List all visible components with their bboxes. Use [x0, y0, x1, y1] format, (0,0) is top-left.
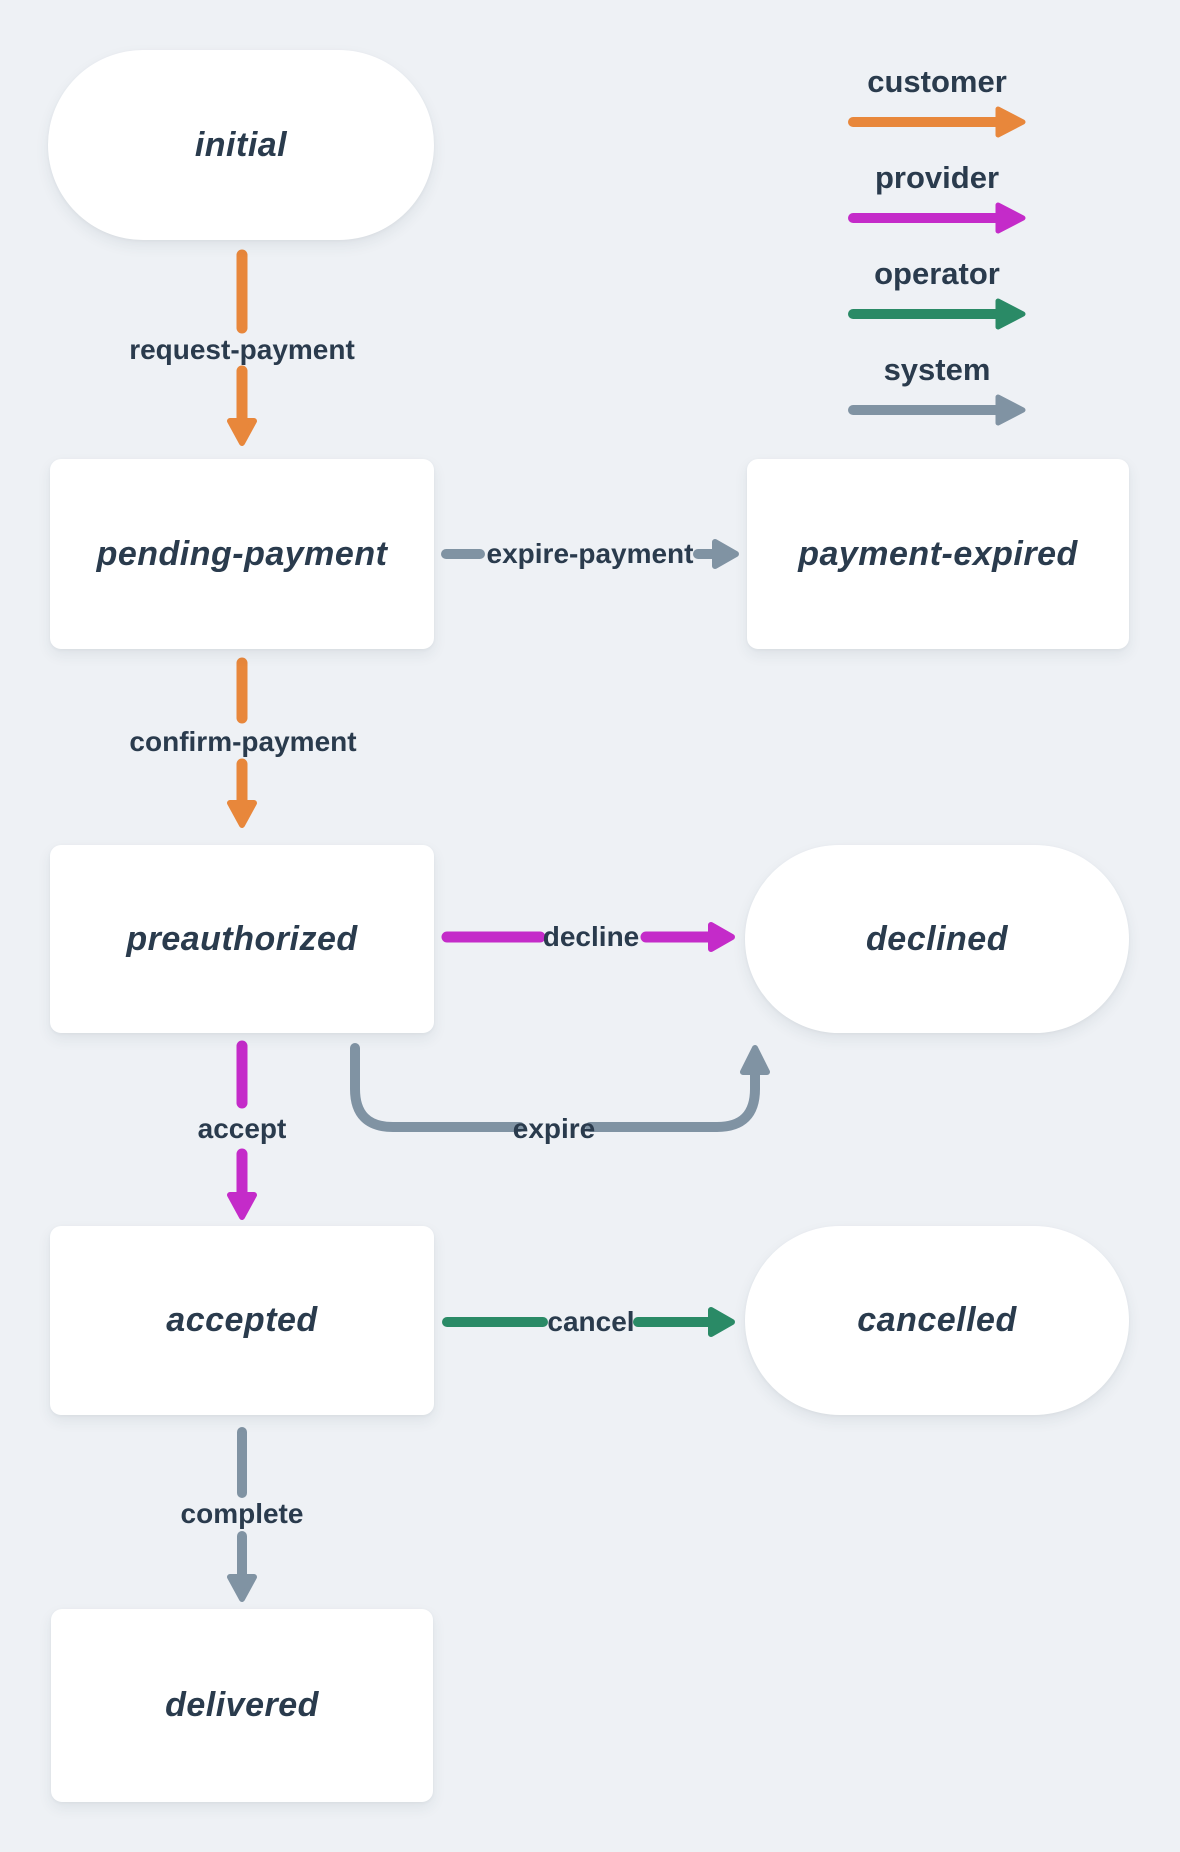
state-node-pending-payment: pending-payment: [50, 459, 434, 649]
legend-system-arrow-icon: [848, 394, 1026, 426]
legend-label-operator: operator: [874, 256, 1000, 291]
legend-item-operator: operator: [745, 252, 1129, 348]
state-label-declined: declined: [866, 919, 1008, 958]
edge-label-complete: complete: [180, 1498, 304, 1529]
state-node-cancelled: cancelled: [745, 1226, 1129, 1415]
legend-item-customer: customer: [745, 60, 1129, 156]
legend-label-system: system: [883, 352, 991, 387]
state-label-accepted: accepted: [166, 1301, 318, 1339]
state-node-payment-expired: payment-expired: [747, 459, 1129, 649]
legend: customer provider operator system: [745, 60, 1129, 444]
state-label-cancelled: cancelled: [857, 1301, 1017, 1339]
edge-label-request-payment: request-payment: [129, 334, 355, 365]
state-label-payment-expired: payment-expired: [798, 534, 1078, 573]
state-node-accepted: accepted: [50, 1226, 434, 1415]
state-node-delivered: delivered: [51, 1609, 433, 1802]
legend-item-provider: provider: [745, 156, 1129, 252]
state-node-declined: declined: [745, 845, 1129, 1033]
edge-expire-arrow: [350, 1043, 770, 1132]
edge-cancel-arrow: [442, 1307, 735, 1337]
legend-label-customer: customer: [867, 64, 1007, 99]
edge-decline-arrow: [441, 922, 735, 952]
state-label-pending-payment: pending-payment: [96, 534, 388, 573]
edge-confirm-payment-arrow: [227, 657, 257, 828]
state-label-delivered: delivered: [165, 1686, 319, 1724]
edge-label-expire: expire: [512, 1113, 596, 1144]
edge-expire-payment-arrow: [441, 539, 739, 569]
edge-complete-arrow: [227, 1427, 257, 1602]
state-node-initial: initial: [48, 50, 434, 240]
legend-provider-arrow-icon: [848, 202, 1026, 234]
edge-label-expire-payment: expire-payment: [486, 538, 694, 569]
state-node-preauthorized: preauthorized: [50, 845, 434, 1033]
state-label-preauthorized: preauthorized: [126, 919, 358, 958]
edge-label-confirm-payment: confirm-payment: [129, 726, 357, 757]
edge-label-accept: accept: [197, 1113, 287, 1144]
legend-customer-arrow-icon: [848, 106, 1026, 138]
edge-request-payment-arrow: [227, 249, 257, 446]
legend-label-provider: provider: [874, 160, 1000, 195]
edge-label-cancel: cancel: [547, 1306, 635, 1337]
edge-accept-arrow: [227, 1040, 257, 1220]
legend-operator-arrow-icon: [848, 298, 1026, 330]
legend-item-system: system: [745, 348, 1129, 444]
state-label-initial: initial: [194, 125, 288, 164]
edge-label-decline: decline: [542, 921, 640, 952]
